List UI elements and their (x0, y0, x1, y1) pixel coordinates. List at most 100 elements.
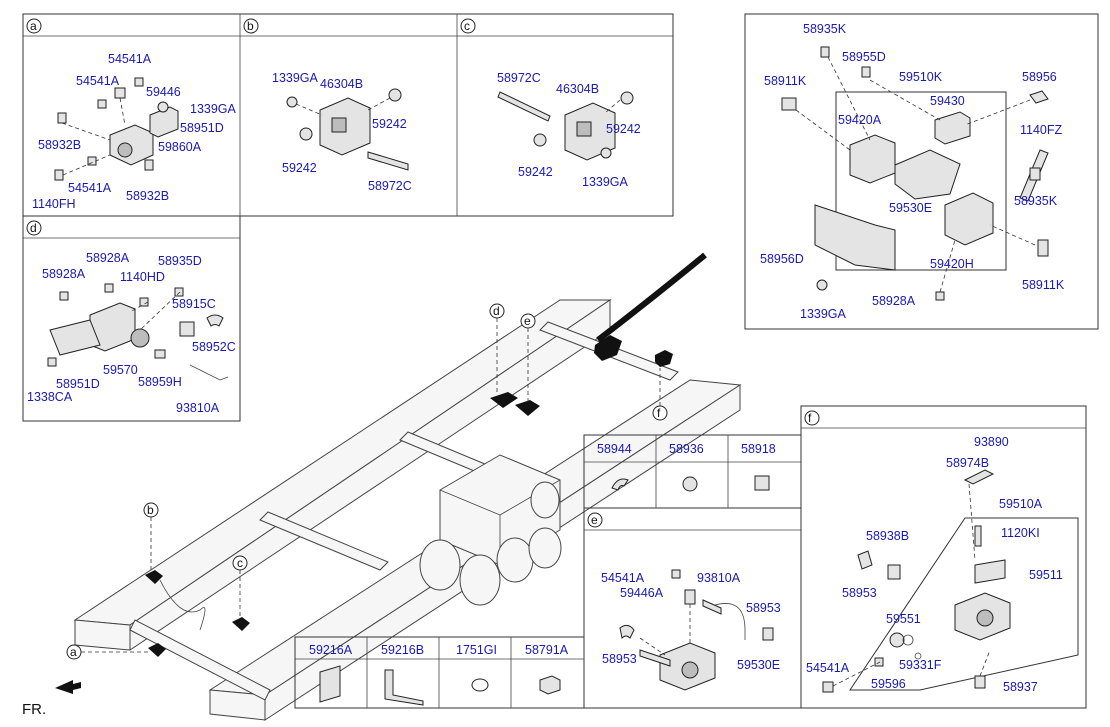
part-label: 46304B (320, 77, 363, 91)
part-label: 54541A (68, 181, 112, 195)
part-label: 1120KI (1001, 526, 1040, 540)
section-b-drawing (286, 88, 409, 171)
svg-text:FR.: FR. (22, 701, 46, 718)
part-label: 58915C (172, 297, 216, 311)
callout-d: d (489, 303, 505, 392)
chassis-frame (73, 252, 742, 721)
part-label: 59430 (930, 94, 965, 108)
callout-f: f (652, 368, 668, 421)
part-label: 54541A (806, 661, 850, 675)
section-b-marker: b (243, 18, 259, 34)
svg-text:e: e (591, 513, 598, 527)
part-label: 1338CA (27, 390, 73, 404)
part-label: 59242 (606, 122, 641, 136)
part-label: 93810A (176, 401, 220, 415)
svg-text:b: b (247, 19, 254, 33)
section-a-drawing (54, 77, 179, 181)
part-label: 58951D (56, 377, 100, 391)
part-label: 54541A (601, 571, 645, 585)
part-label: 1140HD (120, 270, 165, 284)
part-label: 58972C (497, 71, 541, 85)
part-label: 58935D (158, 254, 202, 268)
part-label: 1140FZ (1020, 123, 1063, 137)
part-label: 59242 (518, 165, 553, 179)
table-header: 58944 (597, 442, 632, 456)
part-label: 59551 (886, 612, 921, 626)
callout-a: a (66, 644, 148, 660)
part-label: 59510A (999, 497, 1043, 511)
part-label: 1339GA (190, 102, 237, 116)
svg-text:d: d (30, 221, 37, 235)
part-label: 58935K (1014, 194, 1058, 208)
small-parts-table (583, 434, 802, 509)
section-d-marker: d (26, 220, 42, 236)
svg-text:e: e (524, 314, 531, 328)
detail-top-right-frame (744, 13, 1099, 330)
part-label: 58953 (602, 652, 637, 666)
part-label: 58953 (842, 586, 877, 600)
section-f-frame: f (800, 405, 1087, 709)
part-label: 59242 (372, 117, 407, 131)
front-direction-arrow: FR. (22, 680, 81, 718)
part-label: 93890 (974, 435, 1009, 449)
part-label: 59596 (871, 677, 906, 691)
section-c-marker: c (460, 18, 476, 34)
part-label: 58955D (842, 50, 886, 64)
svg-text:a: a (30, 19, 37, 33)
part-label: 59331F (899, 658, 942, 672)
part-label: 58953 (746, 601, 781, 615)
part-label: 59420A (838, 113, 882, 127)
top-sections-frame (22, 13, 674, 217)
svg-text:a: a (70, 645, 77, 659)
part-label: 59511 (1029, 568, 1063, 582)
svg-text:f: f (657, 406, 661, 420)
part-label: 58938B (866, 529, 909, 543)
table-header: 58936 (669, 442, 704, 456)
part-label: 46304B (556, 82, 599, 96)
part-label: 58911K (1022, 278, 1065, 292)
callout-c: c (232, 555, 248, 618)
part-label: 58956D (760, 252, 804, 266)
part-label: 58956 (1022, 70, 1057, 84)
table-header: 1751GI (456, 643, 497, 657)
part-label: 58974B (946, 456, 989, 470)
part-label: 1339GA (582, 175, 629, 189)
part-label: 1339GA (800, 307, 847, 321)
part-label: 58972C (368, 179, 412, 193)
part-label: 58911K (764, 74, 807, 88)
part-label: 59446 (146, 85, 181, 99)
part-label: 58932B (126, 189, 169, 203)
part-label: 59242 (282, 161, 317, 175)
part-label: 58935K (803, 22, 847, 36)
section-d-frame (22, 215, 241, 422)
svg-text:f: f (808, 411, 812, 425)
part-label: 58959H (138, 375, 182, 389)
table-header: 59216B (381, 643, 424, 657)
part-label: 59530E (889, 201, 932, 215)
callout-e: e (520, 313, 536, 402)
detail-drawing (781, 46, 1049, 301)
svg-text:d: d (493, 304, 500, 318)
part-label: 58952C (192, 340, 236, 354)
table-header: 58918 (741, 442, 776, 456)
part-label: 59860A (158, 140, 202, 154)
bracket-table (294, 636, 585, 709)
part-label: 58932B (38, 138, 81, 152)
section-a-marker: a (26, 18, 42, 34)
section-c-drawing (497, 91, 634, 161)
part-label: 58951D (180, 121, 224, 135)
table-header: 59216A (309, 643, 353, 657)
part-label: 58928A (86, 251, 130, 265)
section-d-drawing (47, 283, 229, 381)
part-label: 58928A (42, 267, 86, 281)
part-label: 59570 (103, 363, 138, 377)
part-label: 59510K (899, 70, 943, 84)
part-label: 1140FH (32, 197, 76, 211)
part-label: 93810A (697, 571, 741, 585)
part-label: 58928A (872, 294, 916, 308)
table-header: 58791A (525, 643, 569, 657)
part-label: 58937 (1003, 680, 1038, 694)
part-label: 59530E (737, 658, 780, 672)
svg-text:b: b (147, 503, 154, 517)
